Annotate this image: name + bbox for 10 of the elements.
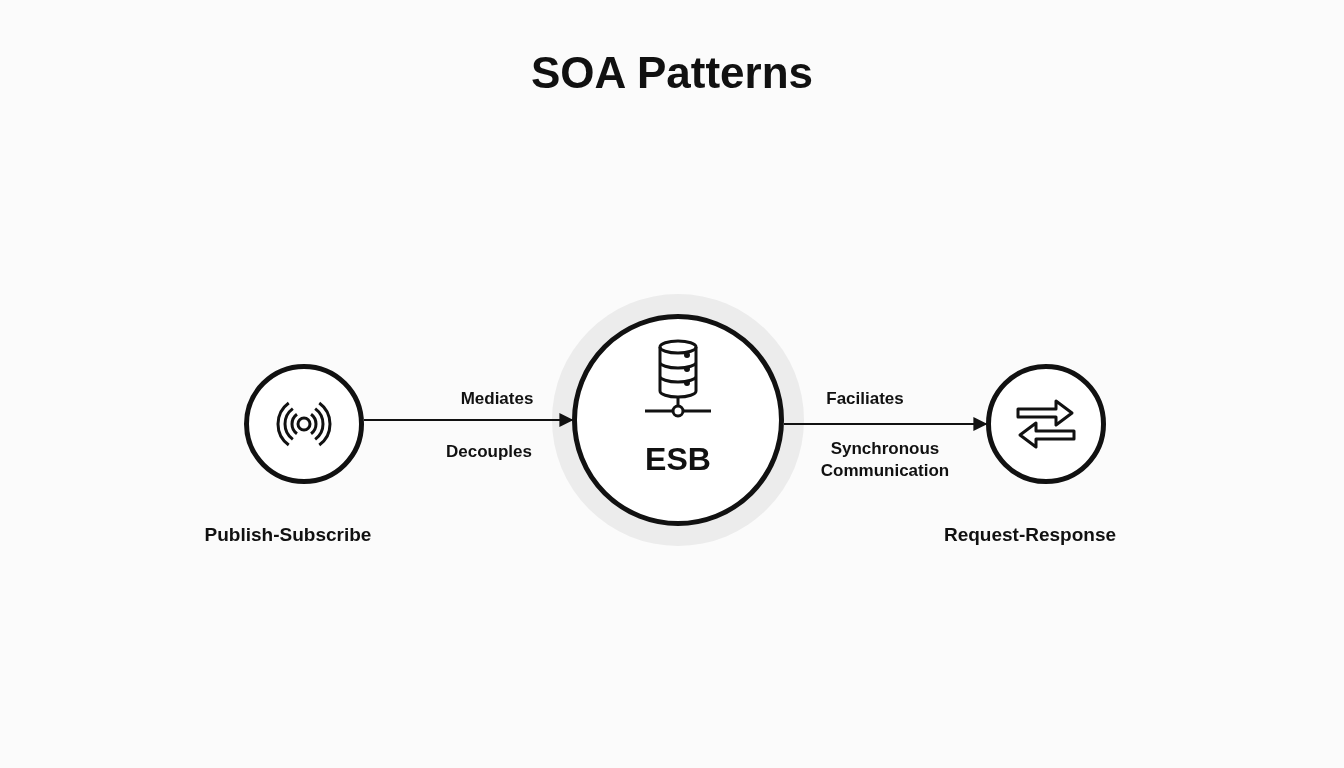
arrow (363, 413, 574, 427)
edge-label: Mediates (459, 388, 535, 410)
edge-label: Faciliates (825, 388, 905, 410)
edge-note: Decouples (445, 441, 533, 463)
node-caption: Publish-Subscribe (203, 524, 373, 546)
edge-note: Synchronous Communication (819, 438, 951, 482)
node-caption: Request-Response (942, 524, 1118, 546)
arrow (783, 417, 988, 431)
node-title: ESB (644, 440, 712, 478)
diagram-title: SOA Patterns (530, 48, 814, 98)
